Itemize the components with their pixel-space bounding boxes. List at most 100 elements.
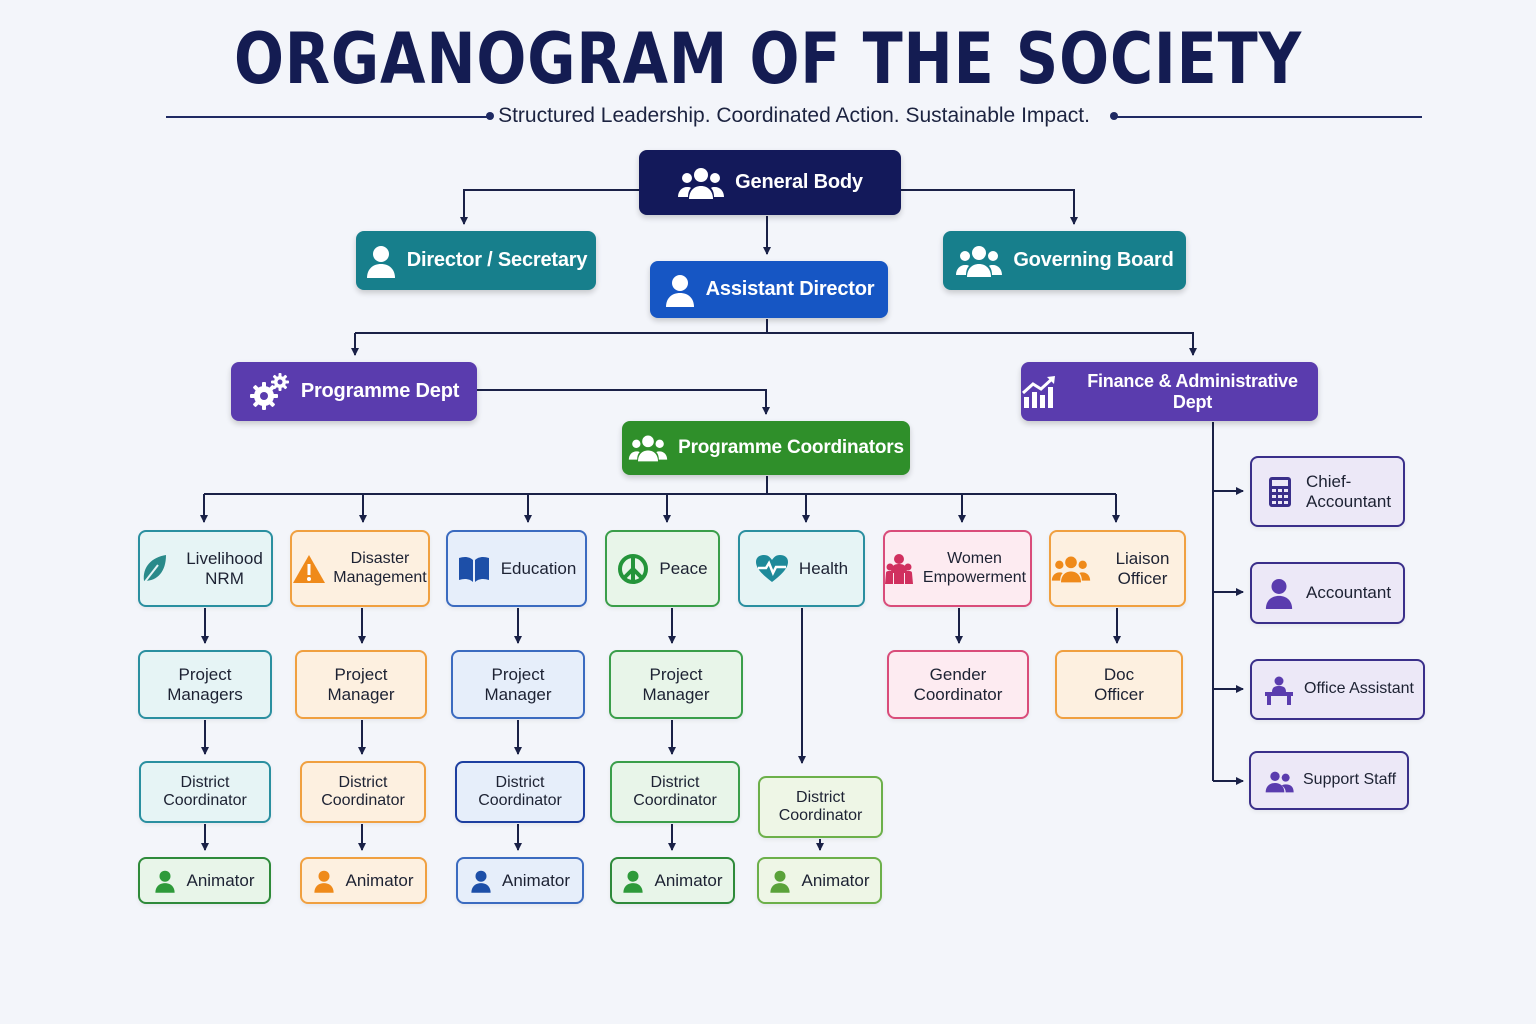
subtitle-rule-left xyxy=(166,116,488,118)
animator-disaster[interactable]: Animator xyxy=(300,857,427,904)
district-coordinator-disaster[interactable]: District Coordinator xyxy=(300,761,426,823)
role-label: District Coordinator xyxy=(778,788,863,824)
connector-general-to-director xyxy=(460,189,639,225)
user-icon xyxy=(769,869,791,893)
programme-name: Liaison Officer xyxy=(1115,548,1170,588)
role-label: Project Manager xyxy=(327,664,395,704)
subtitle-row: Structured Leadership. Coordinated Actio… xyxy=(166,100,1422,134)
programme-coordinators-label: Programme Coordinators xyxy=(678,437,904,459)
peace-icon xyxy=(617,553,649,585)
director-secretary-node[interactable]: Director / Secretary xyxy=(356,231,596,290)
role-label: Project Manager xyxy=(642,664,710,704)
subtitle-dot-right xyxy=(1110,112,1118,120)
page-title: ORGANOGRAM OF THE SOCIETY xyxy=(233,18,1303,100)
programme-liaison-officer[interactable]: Liaison Officer xyxy=(1049,530,1186,607)
doc-officer[interactable]: Doc Officer xyxy=(1055,650,1183,719)
project-manager-peace[interactable]: Project Manager xyxy=(609,650,743,719)
role-label: District Coordinator xyxy=(321,773,405,809)
chief-accountant-node[interactable]: Chief-Accountant xyxy=(1250,456,1405,527)
role-label: Animator xyxy=(501,870,571,890)
role-label: Chief-Accountant xyxy=(1306,471,1392,511)
page-subtitle: Structured Leadership. Coordinated Actio… xyxy=(498,104,1090,127)
connector-general-to-board xyxy=(901,189,1078,225)
project-manager-disaster[interactable]: Project Manager xyxy=(295,650,427,719)
chart-growth-icon xyxy=(1021,375,1057,409)
programme-dept-label: Programme Dept xyxy=(300,380,460,402)
governing-board-label: Governing Board xyxy=(1013,249,1174,271)
warning-icon xyxy=(292,553,326,585)
programme-name: Disaster Management xyxy=(333,550,427,586)
project-manager-education[interactable]: Project Manager xyxy=(451,650,585,719)
subtitle-dot-left xyxy=(486,112,494,120)
role-label: Animator xyxy=(186,870,255,890)
programme-education[interactable]: Education xyxy=(446,530,587,607)
group-icon xyxy=(677,165,725,201)
role-label: District Coordinator xyxy=(633,773,717,809)
group-icon xyxy=(955,244,1003,278)
assistant-director-node[interactable]: Assistant Director xyxy=(650,261,888,318)
office-assistant-node[interactable]: Office Assistant xyxy=(1250,659,1425,720)
connector-programme-to-coordinators xyxy=(477,389,770,415)
heart-pulse-icon xyxy=(755,554,789,584)
general-body-label: General Body xyxy=(735,171,863,193)
programme-name: Education xyxy=(500,558,577,578)
connector-assistant-to-finance xyxy=(767,332,1197,356)
finance-dept-label: Finance & Administrative Dept xyxy=(1087,370,1298,412)
role-label: Doc Officer xyxy=(1094,664,1144,704)
programme-peace[interactable]: Peace xyxy=(605,530,720,607)
programme-dept-node[interactable]: Programme Dept xyxy=(231,362,477,421)
role-label: Animator xyxy=(801,870,870,890)
role-label: Animator xyxy=(345,870,414,890)
district-coordinator-peace[interactable]: District Coordinator xyxy=(610,761,740,823)
assistant-director-label: Assistant Director xyxy=(705,278,875,300)
people-icon xyxy=(1051,553,1091,585)
district-coordinator-education[interactable]: District Coordinator xyxy=(455,761,585,823)
user-icon xyxy=(154,869,176,893)
group-icon xyxy=(628,433,668,463)
user-icon xyxy=(664,273,696,307)
animator-peace[interactable]: Animator xyxy=(610,857,735,904)
user-icon xyxy=(313,869,335,893)
district-coordinator-livelihood[interactable]: District Coordinator xyxy=(139,761,271,823)
animator-livelihood[interactable]: Animator xyxy=(138,857,271,904)
connector-assistant-to-programme xyxy=(355,332,767,355)
gears-icon xyxy=(249,372,291,412)
programme-coordinators-node[interactable]: Programme Coordinators xyxy=(622,421,910,475)
role-label: District Coordinator xyxy=(163,773,247,809)
director-secretary-label: Director / Secretary xyxy=(406,249,588,271)
role-label: District Coordinator xyxy=(478,773,562,809)
role-label: Accountant xyxy=(1306,583,1392,603)
programme-name: Health xyxy=(798,558,849,578)
role-label: Office Assistant xyxy=(1304,680,1414,698)
user-icon xyxy=(1264,577,1294,609)
user-icon xyxy=(470,869,492,893)
project-managers-livelihood[interactable]: Project Managers xyxy=(138,650,272,719)
programme-livelihood-nrm[interactable]: Livelihood NRM xyxy=(138,530,273,607)
role-label: Project Manager xyxy=(484,664,552,704)
user-icon xyxy=(365,244,397,278)
accountant-node[interactable]: Accountant xyxy=(1250,562,1405,624)
desk-icon xyxy=(1264,675,1294,705)
programme-health[interactable]: Health xyxy=(738,530,865,607)
general-body-node[interactable]: General Body xyxy=(639,150,901,215)
programme-women-empowerment[interactable]: Women Empowerment xyxy=(883,530,1032,607)
animator-health[interactable]: Animator xyxy=(757,857,882,904)
programme-disaster-management[interactable]: Disaster Management xyxy=(290,530,430,607)
district-coordinator-health[interactable]: District Coordinator xyxy=(758,776,883,838)
governing-board-node[interactable]: Governing Board xyxy=(943,231,1186,290)
finance-dept-node[interactable]: Finance & Administrative Dept xyxy=(1021,362,1318,421)
role-label: Gender Coordinator xyxy=(913,664,1003,704)
calculator-icon xyxy=(1268,476,1292,508)
leaf-icon xyxy=(140,553,168,585)
group-icon xyxy=(1263,767,1295,795)
programme-name: Livelihood NRM xyxy=(186,548,263,588)
animator-education[interactable]: Animator xyxy=(456,857,584,904)
support-staff-node[interactable]: Support Staff xyxy=(1249,751,1409,810)
programme-name: Women Empowerment xyxy=(922,550,1027,586)
subtitle-rule-right xyxy=(1116,116,1422,118)
gender-coordinator[interactable]: Gender Coordinator xyxy=(887,650,1029,719)
user-icon xyxy=(622,869,644,893)
programme-name: Peace xyxy=(659,558,708,578)
